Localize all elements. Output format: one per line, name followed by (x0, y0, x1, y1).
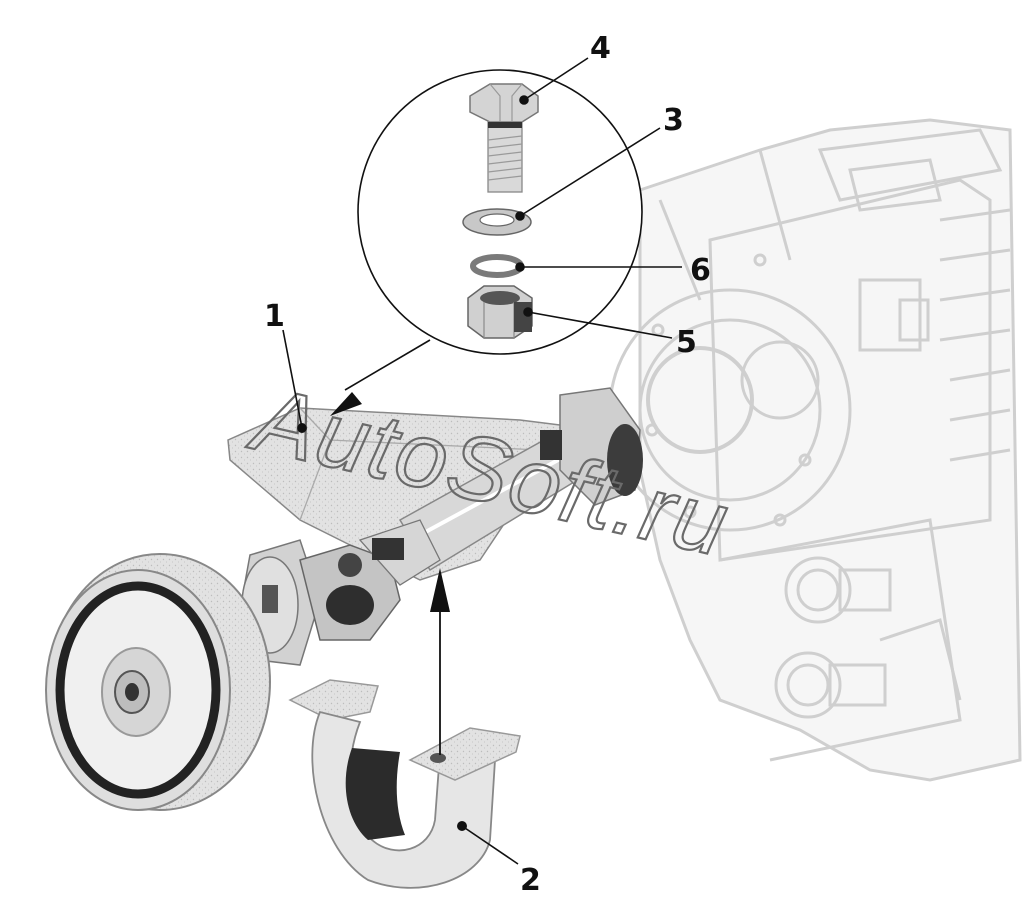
drive-shaft (398, 387, 643, 572)
detail-leader-line (344, 339, 431, 391)
bolt (469, 83, 539, 193)
support-bracket (288, 679, 521, 889)
gearbox-housing (608, 118, 1022, 782)
callout-6: 6 (690, 253, 711, 288)
callout-2: 2 (520, 863, 541, 898)
callout-3: 3 (663, 103, 684, 138)
callout-1: 1 (264, 299, 285, 334)
flat-washer (462, 208, 532, 236)
callout-leaders (282, 57, 682, 865)
pulley-flywheel (45, 553, 271, 811)
callout-5: 5 (676, 325, 697, 360)
universal-joint (239, 519, 441, 666)
assembly-arrows (330, 392, 450, 755)
hex-nut (467, 285, 533, 339)
callout-4: 4 (590, 31, 611, 66)
mounting-bracket (227, 407, 601, 581)
